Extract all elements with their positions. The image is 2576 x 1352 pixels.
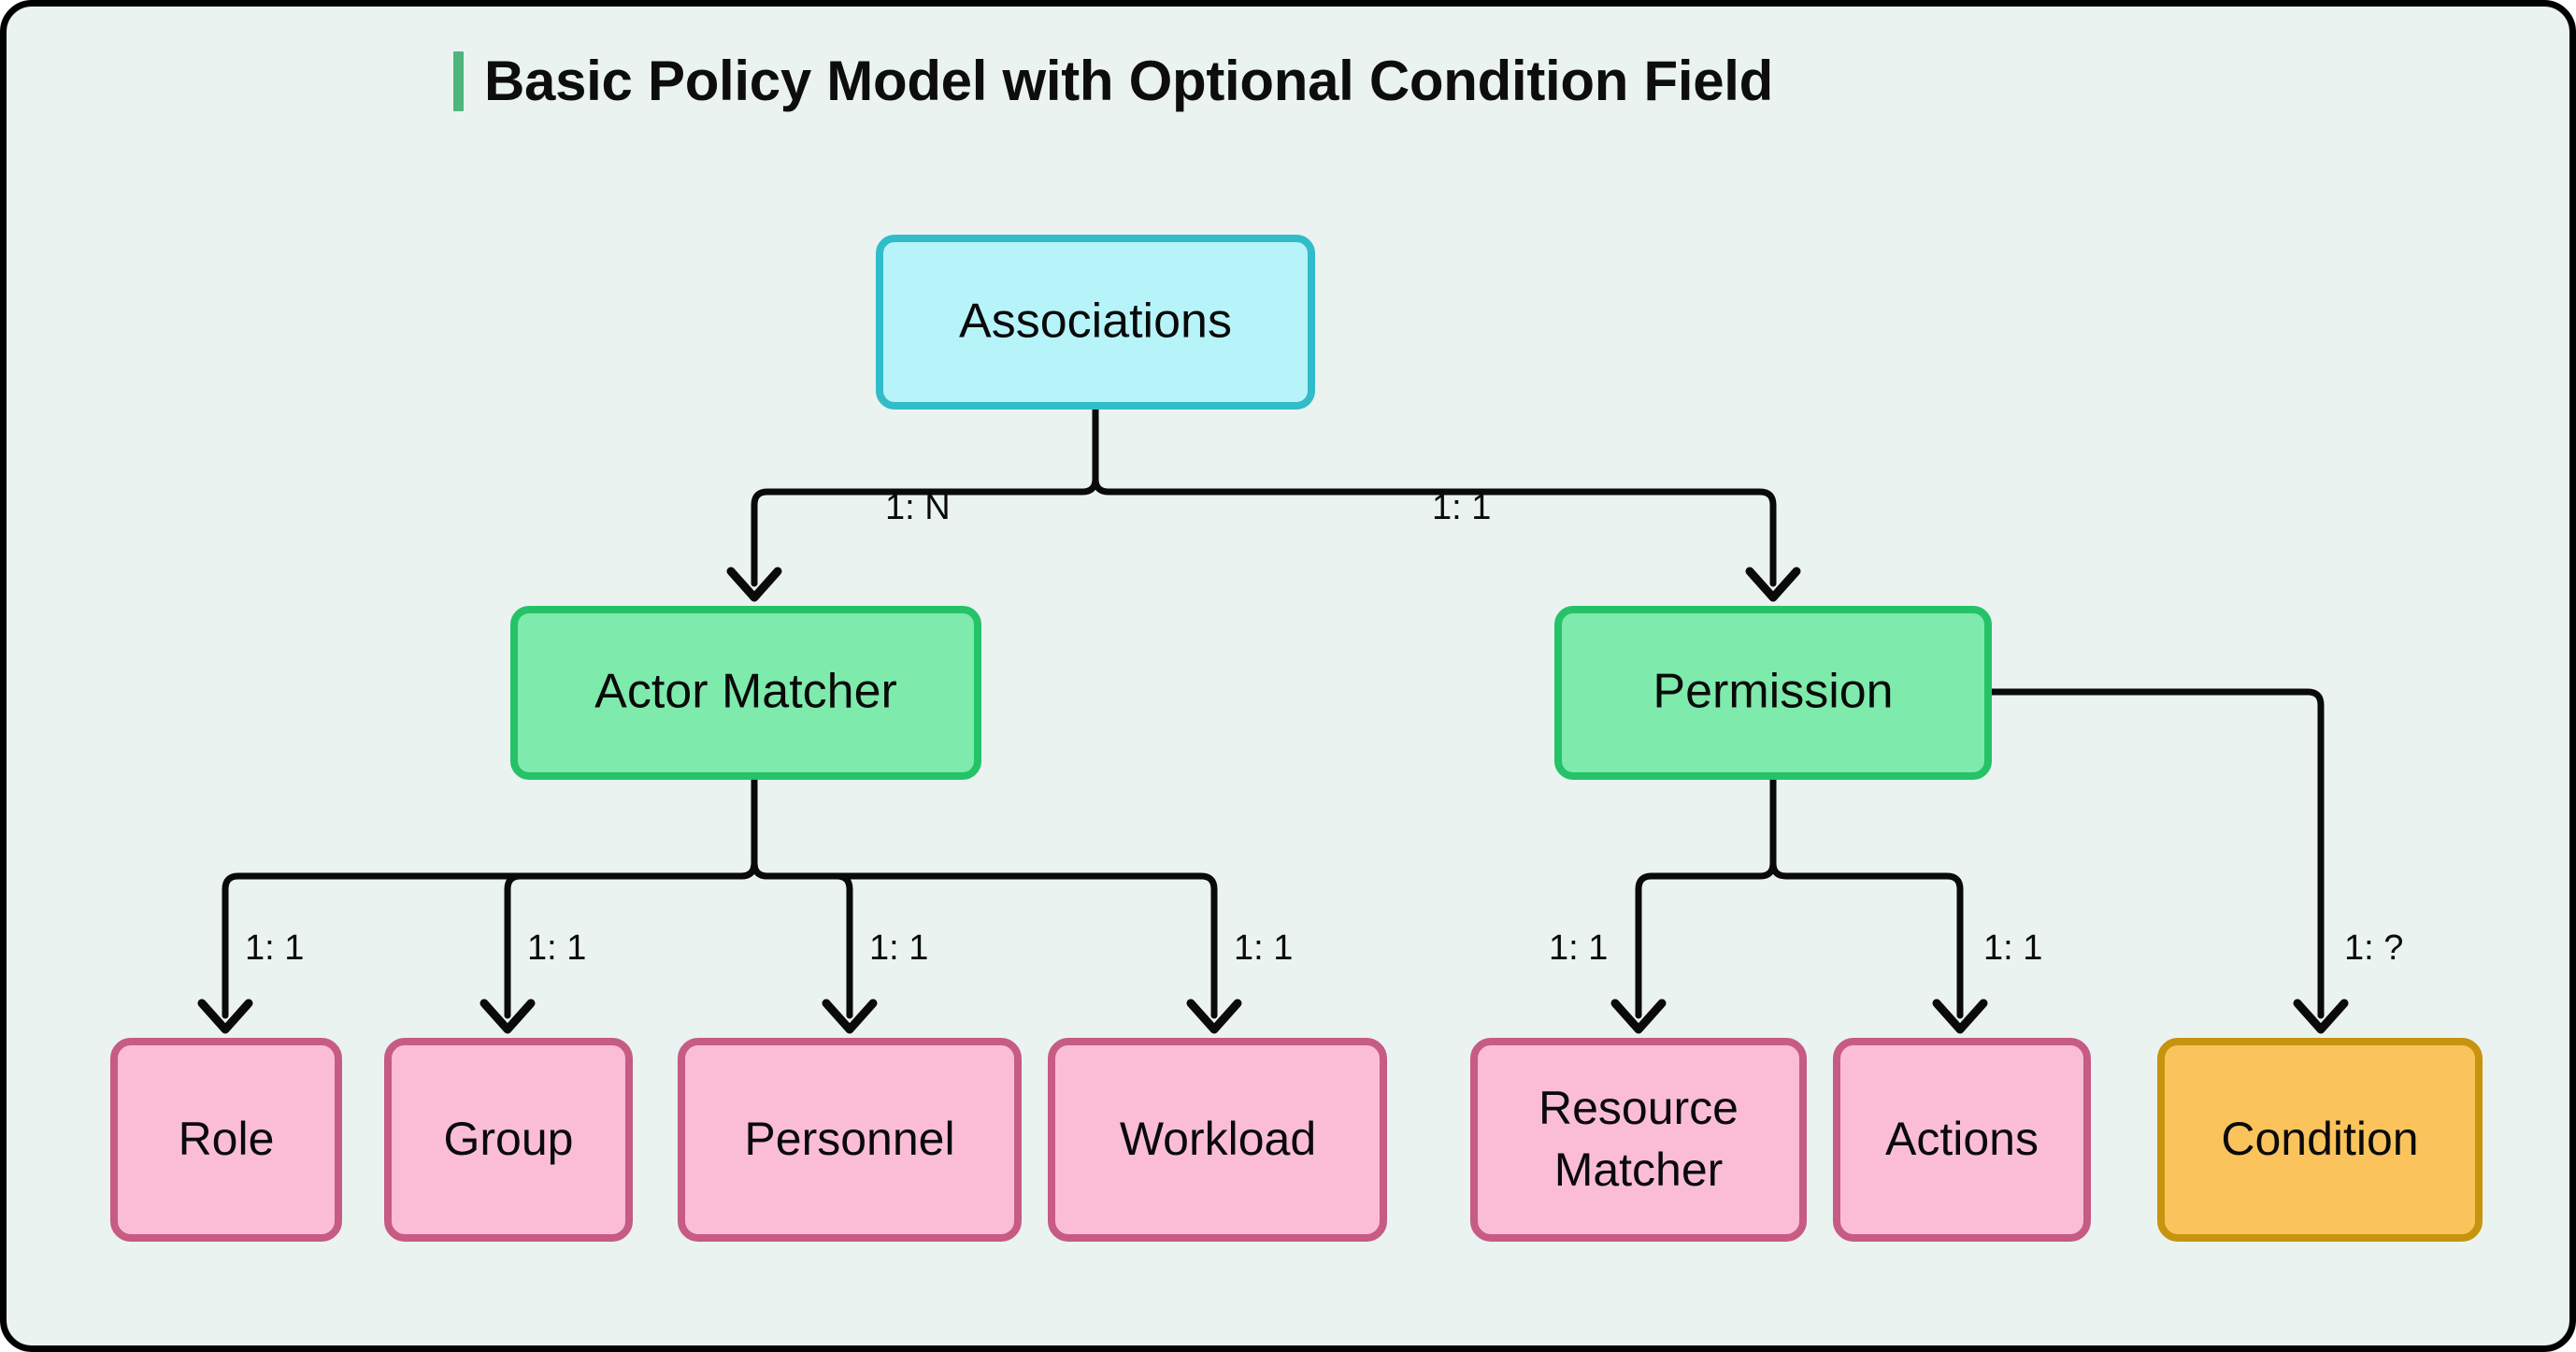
edge-actor-matcher-personnel: 1: 1	[751, 772, 928, 1034]
edge-associations-actor-matcher: 1: N	[726, 402, 1099, 602]
node-box[interactable]	[1470, 1038, 1807, 1242]
node-label-line2: Matcher	[1554, 1143, 1724, 1196]
node-actions[interactable]: Actions	[1833, 1038, 2091, 1242]
node-resource-matcher[interactable]: Resource Matcher	[1470, 1038, 1807, 1242]
node-label: Group	[444, 1113, 574, 1165]
edge-line	[222, 772, 758, 1019]
edge-label: 1: 1	[1983, 928, 2042, 968]
node-box[interactable]	[384, 1038, 633, 1242]
node-associations[interactable]: Associations	[876, 235, 1315, 410]
node-box[interactable]	[510, 606, 981, 780]
edge-line	[1092, 402, 1777, 587]
node-personnel[interactable]: Personnel	[678, 1038, 1022, 1242]
node-box[interactable]	[1048, 1038, 1387, 1242]
page-title: Basic Policy Model with Optional Conditi…	[453, 46, 1773, 117]
node-label: Role	[179, 1113, 275, 1165]
edge-line	[1635, 772, 1777, 1019]
edge-group: 1: N 1: 1 1: 1 1: 1	[197, 402, 2403, 1034]
arrowhead-icon	[479, 999, 536, 1034]
edge-actor-matcher-role: 1: 1	[197, 772, 758, 1034]
node-label: Associations	[959, 295, 1232, 349]
node-box[interactable]	[678, 1038, 1022, 1242]
node-box[interactable]	[110, 1038, 342, 1242]
arrowhead-icon	[2293, 999, 2349, 1034]
edge-actor-matcher-workload: 1: 1	[751, 772, 1293, 1034]
node-label: Permission	[1653, 665, 1893, 719]
edge-line	[1984, 688, 2325, 1019]
edge-label: 1: 1	[527, 928, 586, 968]
arrowhead-icon	[1745, 567, 1801, 602]
node-box[interactable]	[2157, 1038, 2483, 1242]
edge-label: 1: 1	[1549, 928, 1608, 968]
node-group-entity[interactable]: Group	[384, 1038, 633, 1242]
edge-label: 1: 1	[245, 928, 304, 968]
arrowhead-icon	[197, 999, 253, 1034]
node-label: Actor Matcher	[594, 665, 897, 719]
node-permission[interactable]: Permission	[1554, 606, 1992, 780]
node-group: Associations Actor Matcher Permission Ro…	[110, 235, 2483, 1242]
edge-label: 1: 1	[1234, 928, 1293, 968]
node-label: Workload	[1120, 1113, 1316, 1165]
edge-label: 1: ?	[2344, 928, 2403, 968]
edge-associations-permission: 1: 1	[1092, 402, 1801, 602]
edge-permission-condition: 1: ?	[1984, 688, 2403, 1034]
node-box[interactable]	[1833, 1038, 2091, 1242]
arrowhead-icon	[1932, 999, 1988, 1034]
edge-label: 1: N	[885, 488, 951, 527]
edge-line	[504, 772, 758, 1019]
arrowhead-icon	[726, 567, 782, 602]
arrowhead-icon	[1186, 999, 1242, 1034]
edge-line	[1769, 772, 1964, 1019]
node-label: Actions	[1885, 1113, 2039, 1165]
node-label-line1: Resource	[1538, 1082, 1739, 1134]
node-box[interactable]	[876, 235, 1315, 410]
node-label: Condition	[2221, 1113, 2418, 1165]
edge-line	[751, 772, 1218, 1019]
arrowhead-icon	[1610, 999, 1667, 1034]
edge-label: 1: 1	[1432, 488, 1491, 527]
edge-line	[751, 772, 853, 1019]
node-box[interactable]	[1554, 606, 1992, 780]
node-condition[interactable]: Condition	[2157, 1038, 2483, 1242]
edge-label: 1: 1	[869, 928, 928, 968]
node-workload[interactable]: Workload	[1048, 1038, 1387, 1242]
policy-model-diagram: 1: N 1: 1 1: 1 1: 1	[110, 235, 2483, 1242]
node-actor-matcher[interactable]: Actor Matcher	[510, 606, 981, 780]
title-label: Basic Policy Model with Optional Conditi…	[484, 50, 1773, 112]
title-accent-bar	[453, 51, 464, 111]
node-role[interactable]: Role	[110, 1038, 342, 1242]
edge-permission-actions: 1: 1	[1769, 772, 2042, 1034]
arrowhead-icon	[822, 999, 878, 1034]
node-label: Personnel	[744, 1113, 954, 1165]
edge-actor-matcher-group: 1: 1	[479, 772, 758, 1034]
edge-permission-resource-matcher: 1: 1	[1549, 772, 1777, 1034]
